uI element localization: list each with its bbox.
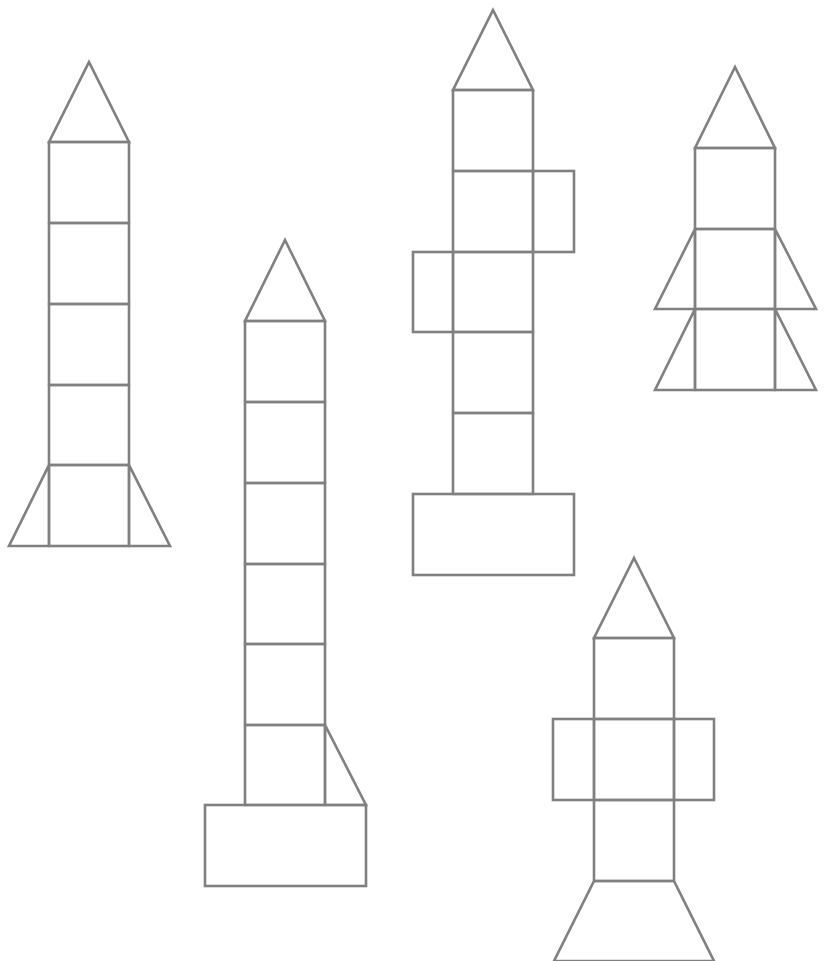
rocket-5-square: [594, 719, 674, 800]
rocket-4-fin-left: [655, 309, 695, 390]
rocket-1-nose-cone: [49, 62, 129, 142]
rocket-4-fin-right: [775, 309, 816, 390]
rocket-2-fin-right: [325, 725, 366, 805]
rocket-5-nose-cone: [594, 558, 674, 638]
rocket-3-base-rectangle: [413, 494, 574, 575]
rocket-3: [413, 10, 574, 575]
rocket-1-square: [49, 304, 129, 385]
rocket-2-base-rectangle: [205, 805, 366, 886]
rocket-3-square: [453, 252, 533, 332]
rocket-5-square: [594, 638, 674, 719]
rocket-1-square: [49, 465, 129, 546]
rocket-3-square: [453, 332, 533, 413]
rocket-4-square: [695, 148, 775, 229]
rocket-4-nose-cone: [695, 67, 775, 148]
rocket-4: [655, 67, 816, 390]
rocket-1-fin-left: [9, 465, 49, 546]
rocket-2-square: [245, 564, 325, 644]
rocket-1-square: [49, 223, 129, 304]
rocket-3-side-square-left: [413, 252, 453, 332]
rocket-3-square: [453, 171, 533, 252]
rocket-2-nose-cone: [245, 240, 325, 321]
rocket-4-fin-right: [775, 229, 816, 309]
rocket-5-square: [594, 800, 674, 881]
rocket-3-nose-cone: [453, 10, 533, 90]
rocket-2-square: [245, 483, 325, 564]
rocket-2-square: [245, 644, 325, 725]
rocket-4-square: [695, 229, 775, 309]
rocket-4-square: [695, 309, 775, 390]
rocket-3-square: [453, 90, 533, 171]
rocket-1-fin-right: [129, 465, 170, 546]
rocket-2-square: [245, 725, 325, 805]
rocket-1-square: [49, 385, 129, 465]
rocket-4-fin-left: [655, 229, 695, 309]
rocket-3-side-square-right: [533, 171, 574, 252]
rocket-2-square: [245, 321, 325, 402]
rocket-2: [205, 240, 366, 886]
rocket-1: [9, 62, 170, 546]
rocket-5: [553, 558, 714, 961]
rocket-5-trapezoid-base: [554, 881, 714, 961]
rocket-5-side-square-left: [553, 719, 594, 800]
rocket-1-square: [49, 142, 129, 223]
rocket-3-square: [453, 413, 533, 494]
rocket-2-square: [245, 402, 325, 483]
rocket-5-side-square-right: [674, 719, 714, 800]
